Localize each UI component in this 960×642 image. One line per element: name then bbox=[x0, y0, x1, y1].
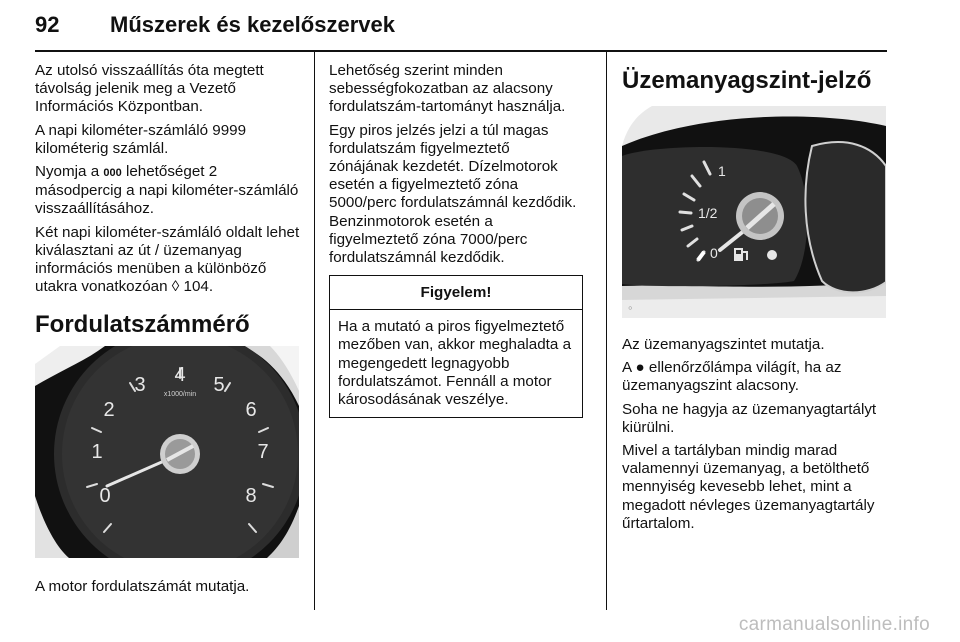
page-reference-icon: ◊ bbox=[171, 278, 180, 296]
fuel-gauge-image: 1 1/2 0 ◦ bbox=[622, 106, 886, 318]
fuel-scale-label: 1 bbox=[718, 163, 726, 179]
header-rule bbox=[35, 50, 887, 52]
warning-box: Figyelem! Ha a mutató a piros figyelmezt… bbox=[329, 275, 583, 419]
column-left: Az utolsó visszaállítás óta megtett távo… bbox=[35, 62, 305, 602]
section-heading: Üzemanyagszint-jelző bbox=[622, 67, 872, 94]
paragraph: Nyomja a 000 lehetőséget 2 másodpercig a… bbox=[35, 163, 305, 219]
paragraph-text: Nyomja a bbox=[35, 163, 104, 181]
paragraph: A ● ellenőrzőlámpa világít, ha az üzeman… bbox=[622, 359, 887, 395]
tach-scale-label: 7 bbox=[257, 441, 268, 463]
chapter-title: Műszerek és kezelőszervek bbox=[110, 12, 395, 37]
paragraph: A napi kilométer-számláló 9999 kilométer… bbox=[35, 121, 247, 157]
tach-scale-label: 5 bbox=[213, 374, 224, 396]
tach-scale-label: 0 bbox=[99, 485, 110, 507]
fuel-pump-icon bbox=[734, 248, 748, 261]
warning-title: Figyelem! bbox=[330, 276, 582, 311]
tachometer-image: 0 1 2 3 4 5 6 7 8 x1000/min bbox=[35, 346, 299, 559]
image-caption: A motor fordulatszámát mutatja. bbox=[35, 578, 250, 596]
paragraph: Lehetőség szerint minden sebességfokozat… bbox=[329, 62, 566, 116]
page-header: 92 Műszerek és kezelőszervek bbox=[35, 0, 887, 50]
column-right: Üzemanyagszint-jelző 1 bbox=[622, 62, 887, 538]
tach-unit-label: x1000/min bbox=[164, 391, 196, 398]
low-fuel-lamp-icon bbox=[767, 250, 777, 260]
paragraph: Mivel a tartályban mindig marad valamenn… bbox=[622, 442, 875, 532]
tach-scale-label: 6 bbox=[245, 399, 256, 421]
paragraph-text: ellenőrzőlámpa világít, ha az üzemanyags… bbox=[622, 359, 842, 395]
paragraph: Két napi kilométer-számláló oldalt lehet… bbox=[35, 224, 305, 297]
paragraph: Az utolsó visszaállítás óta megtett távo… bbox=[35, 62, 264, 116]
svg-text:◦: ◦ bbox=[628, 300, 633, 315]
column-middle: Lehetőség szerint minden sebességfokozat… bbox=[329, 62, 583, 419]
column-divider-2 bbox=[606, 52, 607, 610]
fuel-scale-label: 1/2 bbox=[698, 205, 718, 221]
fuel-scale-label: 0 bbox=[710, 245, 718, 261]
paragraph-text: lehetőséget 2 másodpercig a napi kilomét… bbox=[35, 163, 299, 218]
low-fuel-indicator-icon: ● bbox=[635, 359, 645, 377]
tach-scale-label: 1 bbox=[91, 441, 102, 463]
paragraph: Soha ne hagyja az üzemanyagtartályt kiür… bbox=[622, 400, 877, 436]
tach-scale-label: 4 bbox=[174, 364, 185, 386]
page-reference: 104. bbox=[179, 278, 214, 296]
warning-text: Ha a mutató a piros figyelmeztető mezőbe… bbox=[338, 318, 572, 409]
tach-scale-label: 8 bbox=[245, 485, 256, 507]
paragraph: Az üzemanyagszintet mutatja. bbox=[622, 336, 825, 353]
paragraph-text: Két napi kilométer-számláló oldalt lehet… bbox=[35, 223, 300, 296]
page-number: 92 bbox=[35, 12, 60, 37]
reset-symbol: 000 bbox=[103, 167, 122, 180]
watermark: carmanualsonline.info bbox=[738, 614, 930, 635]
tach-scale-label: 2 bbox=[103, 399, 114, 421]
column-divider-1 bbox=[314, 52, 315, 610]
section-heading: Fordulatszámmérő bbox=[35, 311, 250, 339]
tach-scale-label: 3 bbox=[134, 374, 145, 396]
paragraph: Egy piros jelzés jelzi a túl magas fordu… bbox=[329, 121, 577, 267]
paragraph-text: A bbox=[622, 359, 636, 377]
